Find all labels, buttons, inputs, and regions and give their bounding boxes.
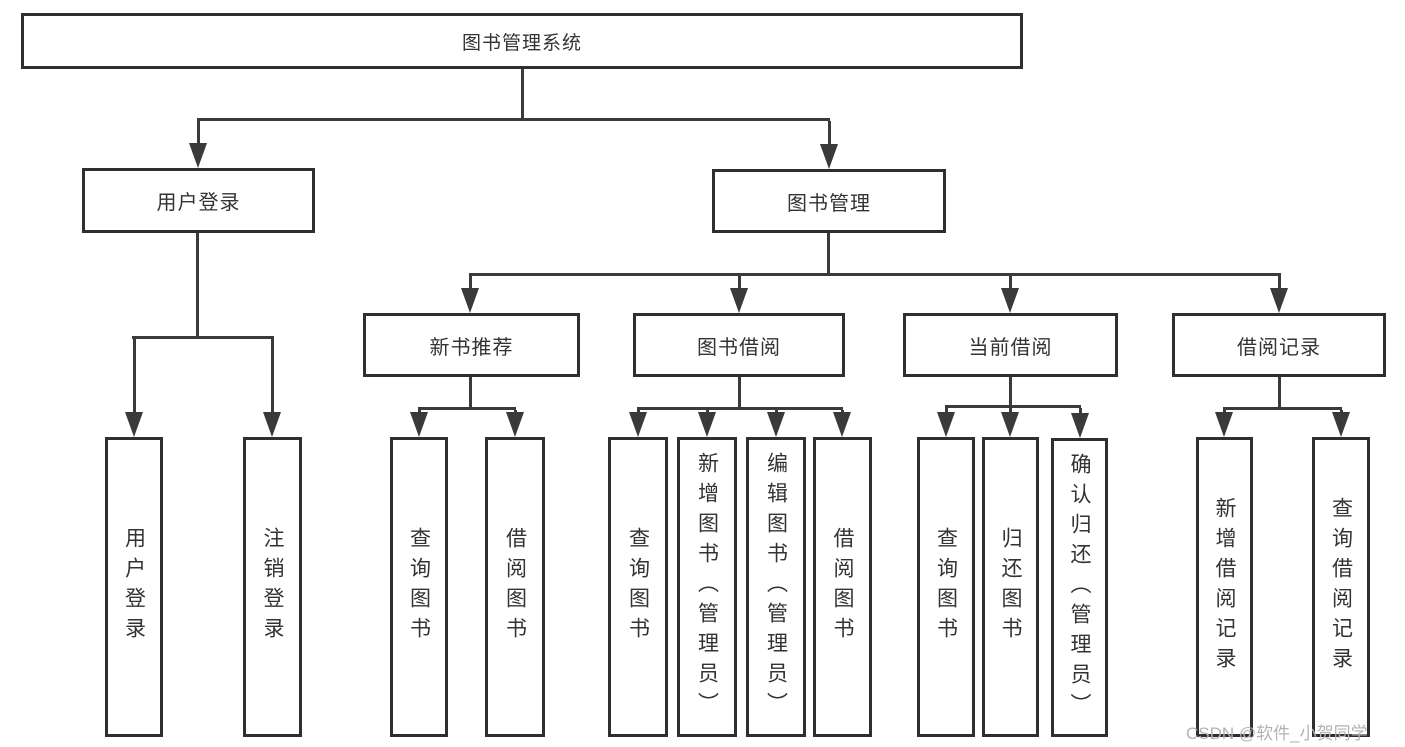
leaf-query-borrow-record-label: 查询借阅记录 <box>1329 497 1353 677</box>
arrow-down-icon <box>1215 412 1233 437</box>
connector-arrow-stem <box>197 121 200 145</box>
leaf-borrow-books-1-label: 借阅图书 <box>503 527 527 647</box>
leaf-query-borrow-record: 查询借阅记录 <box>1312 437 1370 737</box>
leaf-query-books-2: 查询图书 <box>608 437 668 737</box>
connector-arrow-stem <box>1009 408 1012 414</box>
leaf-query-books-1-label: 查询图书 <box>407 527 431 647</box>
connector-arrow-stem <box>133 339 136 414</box>
arrow-down-icon <box>698 412 716 437</box>
leaf-borrow-books-2: 借阅图书 <box>813 437 872 737</box>
leaf-add-books-admin-label: 新增图书（管理员） <box>695 452 719 722</box>
connector-line <box>738 377 741 410</box>
arrow-down-icon <box>937 412 955 437</box>
leaf-logout-label: 注销登录 <box>261 527 284 647</box>
node-current-borrow: 当前借阅 <box>903 313 1118 377</box>
connector-line <box>132 336 274 339</box>
node-user-login-label: 用户登录 <box>156 192 241 214</box>
node-book-borrow: 图书借阅 <box>633 313 845 377</box>
leaf-add-borrow-record-label: 新增借阅记录 <box>1213 497 1236 677</box>
node-new-book-recommend: 新书推荐 <box>363 313 580 377</box>
leaf-borrow-books-2-label: 借阅图书 <box>831 527 854 647</box>
connector-arrow-stem <box>271 339 274 414</box>
leaf-return-books: 归还图书 <box>982 437 1039 737</box>
node-new-book-recommend-label: 新书推荐 <box>429 336 514 359</box>
csdn-watermark: CSDN @软件_小贺同学 <box>1186 724 1368 743</box>
connector-line <box>1009 377 1012 408</box>
arrow-down-icon <box>263 412 281 437</box>
node-root-label: 图书管理系统 <box>461 32 582 54</box>
leaf-user-login: 用户登录 <box>105 437 163 737</box>
arrow-down-icon <box>730 288 748 313</box>
leaf-return-books-label: 归还图书 <box>999 527 1022 647</box>
connector-arrow-stem <box>469 276 472 290</box>
connector-line <box>196 233 199 339</box>
leaf-query-books-3: 查询图书 <box>917 437 975 737</box>
arrow-down-icon <box>833 412 851 437</box>
leaf-query-books-2-label: 查询图书 <box>626 527 650 647</box>
arrow-down-icon <box>1270 288 1288 313</box>
node-borrow-records-label: 借阅记录 <box>1237 336 1321 359</box>
connector-arrow-stem <box>828 121 831 146</box>
arrow-down-icon <box>767 412 785 437</box>
connector-line <box>469 273 1281 276</box>
arrow-down-icon <box>461 288 479 313</box>
arrow-down-icon <box>1001 288 1019 313</box>
connector-line <box>197 118 830 121</box>
leaf-confirm-return-admin-label: 确认归还（管理员） <box>1068 452 1091 723</box>
arrow-down-icon <box>506 412 524 437</box>
arrow-down-icon <box>1332 412 1350 437</box>
arrow-down-icon <box>1071 413 1089 438</box>
connector-line <box>1223 407 1342 410</box>
connector-line <box>827 233 830 276</box>
node-book-management: 图书管理 <box>712 169 946 233</box>
arrow-down-icon <box>125 412 143 437</box>
leaf-logout: 注销登录 <box>243 437 302 737</box>
connector-line <box>1278 377 1281 410</box>
arrow-down-icon <box>189 143 207 168</box>
leaf-add-books-admin: 新增图书（管理员） <box>677 437 737 737</box>
node-book-borrow-label: 图书借阅 <box>697 336 781 359</box>
arrow-down-icon <box>820 144 838 169</box>
arrow-down-icon <box>1001 412 1019 437</box>
leaf-user-login-label: 用户登录 <box>122 527 146 647</box>
leaf-query-books-1: 查询图书 <box>390 437 448 737</box>
leaf-edit-books-admin-label: 编辑图书（管理员） <box>764 452 788 722</box>
node-user-login: 用户登录 <box>82 168 315 233</box>
connector-line <box>469 377 472 410</box>
leaf-edit-books-admin: 编辑图书（管理员） <box>746 437 806 737</box>
leaf-query-books-3-label: 查询图书 <box>934 527 958 647</box>
connector-line <box>637 407 843 410</box>
connector-arrow-stem <box>1278 276 1281 290</box>
connector-line <box>945 405 1081 408</box>
node-book-management-label: 图书管理 <box>787 192 871 215</box>
leaf-borrow-books-1: 借阅图书 <box>485 437 545 737</box>
connector-line <box>418 407 516 410</box>
connector-arrow-stem <box>738 276 741 290</box>
node-borrow-records: 借阅记录 <box>1172 313 1386 377</box>
arrow-down-icon <box>629 412 647 437</box>
connector-arrow-stem <box>945 408 948 414</box>
leaf-confirm-return-admin: 确认归还（管理员） <box>1051 438 1108 737</box>
connector-arrow-stem <box>1009 276 1012 290</box>
leaf-add-borrow-record: 新增借阅记录 <box>1196 437 1253 737</box>
connector-line <box>521 69 524 121</box>
arrow-down-icon <box>410 412 428 437</box>
node-current-borrow-label: 当前借阅 <box>968 336 1053 359</box>
node-root-library-system: 图书管理系统 <box>21 13 1023 69</box>
connector-arrow-stem <box>1079 408 1082 415</box>
